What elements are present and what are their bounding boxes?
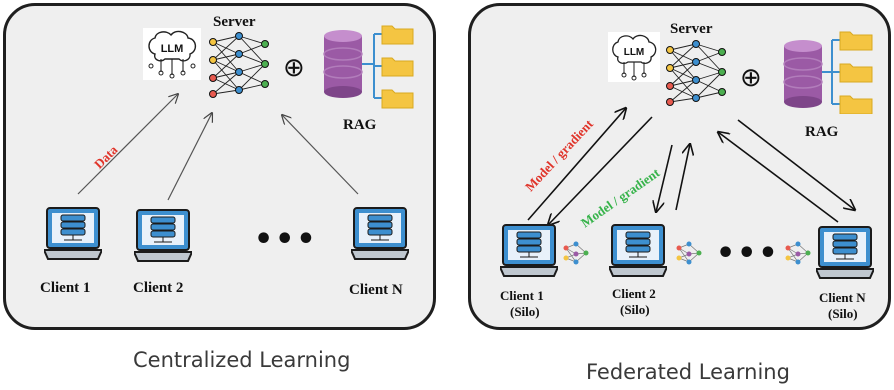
fed-client-n-silo: (Silo) — [828, 306, 858, 321]
fed-server-label: Server — [670, 21, 713, 37]
fed-neural-network-icon — [666, 40, 726, 106]
fed-clients-ellipsis: ••• — [716, 236, 780, 271]
rag-label: RAG — [343, 117, 377, 133]
fed-local-model-2-icon — [676, 241, 702, 265]
rag-database-icon — [323, 25, 414, 109]
fed-llm-brain-icon: LLM — [608, 32, 660, 82]
fed-client-2-label: Client 2 — [612, 286, 656, 301]
arrow-fed-client1-down — [548, 116, 653, 225]
llm-brain-icon: LLM — [143, 28, 201, 80]
fed-client-1-label: Client 1 — [500, 288, 544, 303]
fed-client-2-silo: (Silo) — [620, 302, 650, 317]
arrow-fed-clientn-up — [718, 132, 839, 223]
centralized-caption: Centralized Learning — [133, 348, 351, 372]
fed-rag-label: RAG — [805, 124, 839, 140]
centralized-panel — [3, 3, 436, 330]
arrow-fed-clientn-down — [737, 119, 855, 210]
client-1-label: Client 1 — [40, 280, 91, 296]
federated-caption: Federated Learning — [586, 360, 790, 384]
fed-client-1-laptop-icon — [500, 224, 558, 277]
fed-llm-badge: LLM — [624, 47, 645, 58]
fed-local-model-n-icon — [785, 241, 811, 265]
fed-local-model-1-icon — [563, 241, 589, 265]
llm-badge: LLM — [161, 43, 184, 55]
fed-client-1-silo: (Silo) — [510, 304, 540, 319]
client-1-laptop-icon — [44, 207, 102, 260]
fed-client-n-laptop-icon — [816, 226, 874, 279]
client-n-label: Client N — [349, 282, 403, 298]
server-label: Server — [213, 14, 256, 30]
arrow-fed-client1-up — [527, 108, 626, 221]
arrow-fed-client2-down — [656, 144, 673, 212]
arrow-fed-client2-up — [675, 144, 690, 211]
plus-icon: ⊕ — [283, 53, 305, 82]
clients-ellipsis: ••• — [254, 222, 318, 257]
client-2-label: Client 2 — [133, 280, 184, 296]
fed-plus-icon: ⊕ — [740, 63, 762, 92]
arrow-client2-to-server — [167, 113, 212, 201]
fed-client-n-label: Client N — [819, 290, 866, 305]
arrow-client1-to-server — [77, 94, 178, 195]
fed-rag-database-icon — [783, 31, 873, 114]
client-n-laptop-icon — [351, 207, 409, 260]
client-2-laptop-icon — [134, 209, 192, 262]
fed-client-2-laptop-icon — [609, 224, 667, 277]
neural-network-icon — [209, 32, 269, 98]
arrow-clientn-to-server — [282, 115, 359, 195]
